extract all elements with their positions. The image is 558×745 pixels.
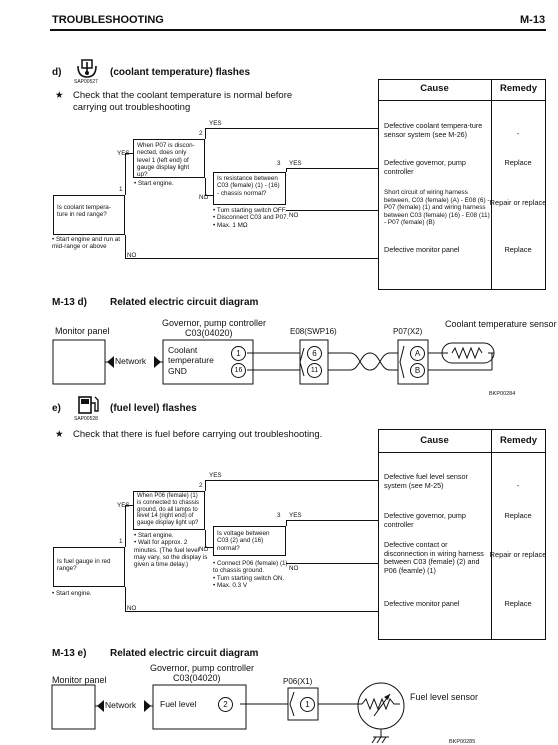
sec-e-no-2: NO — [199, 546, 209, 553]
sec-e-remedy-4: Replace — [504, 599, 532, 608]
sec-d-num-1: 1 — [119, 186, 123, 193]
sec-d-num-2: 2 — [199, 130, 203, 137]
sec-e-yes-2: YES — [209, 472, 222, 479]
sec-e-cause-3: Defective contact or disconnection in wi… — [384, 540, 484, 575]
circ-d-pin-1: 1 — [231, 346, 246, 361]
header-rule — [50, 29, 546, 31]
sec-e-cause-1: Defective fuel level sensor system (see … — [384, 472, 468, 490]
circ-e-network: Network — [105, 700, 137, 710]
sec-d-table — [378, 79, 546, 290]
sec-e-q2: When P06 (female) (1) is connected to ch… — [133, 491, 205, 530]
sec-e-remedy-header: Remedy — [500, 435, 537, 446]
sec-e-bullet: ★ — [55, 429, 64, 440]
circ-d-pin-16: 16 — [231, 363, 246, 378]
sec-d-q3-note: • Turn starting switch OFF. • Disconnect… — [213, 207, 289, 229]
sec-e-q1-note: • Start engine. — [52, 590, 92, 597]
sec-e-q3: Is voltage between C03 (2) and (16) norm… — [213, 526, 286, 556]
circ-e-sensor-label: Fuel level sensor — [410, 692, 479, 702]
sec-e-remedy-3: Repair or replace — [489, 550, 547, 559]
circ-d-title: Related electric circuit diagram — [110, 297, 259, 308]
sec-d-q3: Is resistance between C03 (female) (1) -… — [213, 172, 286, 205]
sec-e-q2-note: • Start engine. • Wait for approx. 2 min… — [134, 532, 208, 569]
sec-d-check: Check that the coolant temperature is no… — [73, 90, 293, 113]
circ-d-monitor-label: Monitor panel — [55, 326, 110, 336]
sec-d-num-3: 3 — [277, 160, 281, 167]
sec-d-cause-header: Cause — [420, 83, 449, 94]
sec-e-check: Check that there is fuel before carrying… — [73, 429, 323, 440]
sec-e-yes-1: YES — [117, 502, 130, 509]
sec-e-icon-code: SAP00528 — [74, 416, 98, 422]
sec-e-table — [378, 429, 546, 640]
circ-e-controller-conn: C03(04020) — [173, 673, 221, 683]
sec-d-cause-1: Defective coolant tempera-ture sensor sy… — [384, 121, 483, 139]
circ-d-e08-pin-11: 11 — [307, 363, 322, 378]
circ-e-title: Related electric circuit diagram — [110, 648, 259, 659]
sec-d-remedy-2: Replace — [504, 158, 532, 167]
sec-e-num-1: 1 — [119, 538, 123, 545]
sec-d-yes-2: YES — [209, 120, 222, 127]
circ-d-controller-label: Governor, pump controller — [162, 318, 267, 328]
sec-d-no-2: NO — [199, 194, 209, 201]
circ-e-label: M-13 e) — [52, 648, 87, 659]
sec-e-yes-3: YES — [289, 512, 302, 519]
sec-d-icon-code: SAP00527 — [74, 79, 98, 85]
circ-d-label: M-13 d) — [52, 297, 87, 308]
circ-e-code: BKP00285 — [449, 739, 476, 745]
circ-d-p07-label: P07(X2) — [393, 327, 423, 336]
sec-d-no-1: NO — [127, 252, 137, 259]
circ-d-sensor-label: Coolant temperature sensor — [445, 319, 557, 329]
circ-e-controller-label: Governor, pump controller — [150, 663, 255, 673]
sec-e-cause-header: Cause — [420, 435, 449, 446]
sec-d-cause-3: Short circuit of wiring harness between,… — [384, 189, 490, 227]
sec-e-cause-2: Defective governor, pump controller — [384, 511, 466, 529]
sec-e-num-2: 2 — [199, 482, 203, 489]
sec-e-q3-note: • Connect P06 (female) (1) to chassis gr… — [213, 560, 288, 589]
coolant-temperature-icon — [77, 59, 97, 78]
sec-d-bullet: ★ — [55, 90, 64, 101]
sec-d-q1: Is coolant tempera-ture in red range? — [53, 195, 125, 235]
sec-d-cause-4: Defective monitor panel — [384, 245, 460, 254]
fuel-level-icon — [78, 396, 99, 414]
circ-e-pin-2: 2 — [218, 697, 233, 712]
sec-d-q1-note: • Start engine and run at mid-range or a… — [52, 236, 121, 251]
sec-d-remedy-3: Repair or replace — [489, 198, 547, 207]
sec-d-letter: d) — [52, 67, 62, 78]
circ-d-e08-pin-6: 6 — [307, 346, 322, 361]
sec-d-q2-note: • Start engine. — [134, 180, 174, 187]
sec-d-no-3: NO — [289, 212, 299, 219]
sec-e-q1: Is fuel gauge in red range? — [53, 547, 125, 587]
sec-e-remedy-1: - — [516, 481, 520, 490]
page-number: M-13 — [520, 14, 546, 26]
circ-d-coolant-signal: Coolant temperature — [168, 345, 214, 365]
header-title: TROUBLESHOOTING — [52, 14, 164, 26]
sec-d-remedy-4: Replace — [504, 245, 532, 254]
sec-d-yes-3: YES — [289, 160, 302, 167]
circ-e-monitor-label: Monitor panel — [52, 675, 107, 685]
sec-d-remedy-1: - — [516, 129, 520, 138]
circ-d-code: BKP00284 — [489, 391, 516, 397]
circ-d-p07-pin-b: B — [410, 363, 425, 378]
circ-d-e08-label: E08(SWP16) — [290, 327, 337, 336]
circ-d-network: Network — [115, 356, 147, 366]
sec-e-title: (fuel level) flashes — [110, 403, 197, 414]
sec-d-title: (coolant temperature) flashes — [110, 67, 251, 78]
sec-d-remedy-header: Remedy — [500, 83, 537, 94]
sec-e-letter: e) — [52, 403, 61, 414]
circ-e-p06-label: P06(X1) — [283, 677, 313, 686]
circ-d-gnd: GND — [168, 366, 187, 376]
circ-d-p07-pin-a: A — [410, 346, 425, 361]
sec-e-no-3: NO — [289, 565, 299, 572]
circ-e-fuel-signal: Fuel level — [160, 699, 197, 709]
sec-d-q2: When P07 is discon-nected, does only lev… — [133, 139, 205, 178]
sec-d-yes-1: YES — [117, 150, 130, 157]
sec-d-cause-2: Defective governor, pump controller — [384, 158, 466, 176]
sec-e-remedy-2: Replace — [504, 511, 532, 520]
sec-e-num-3: 3 — [277, 512, 281, 519]
sec-e-cause-4: Defective monitor panel — [384, 599, 460, 608]
circ-d-controller-conn: C03(04020) — [185, 328, 233, 338]
circ-e-p06-pin-1: 1 — [300, 697, 315, 712]
sec-e-no-1: NO — [127, 605, 137, 612]
